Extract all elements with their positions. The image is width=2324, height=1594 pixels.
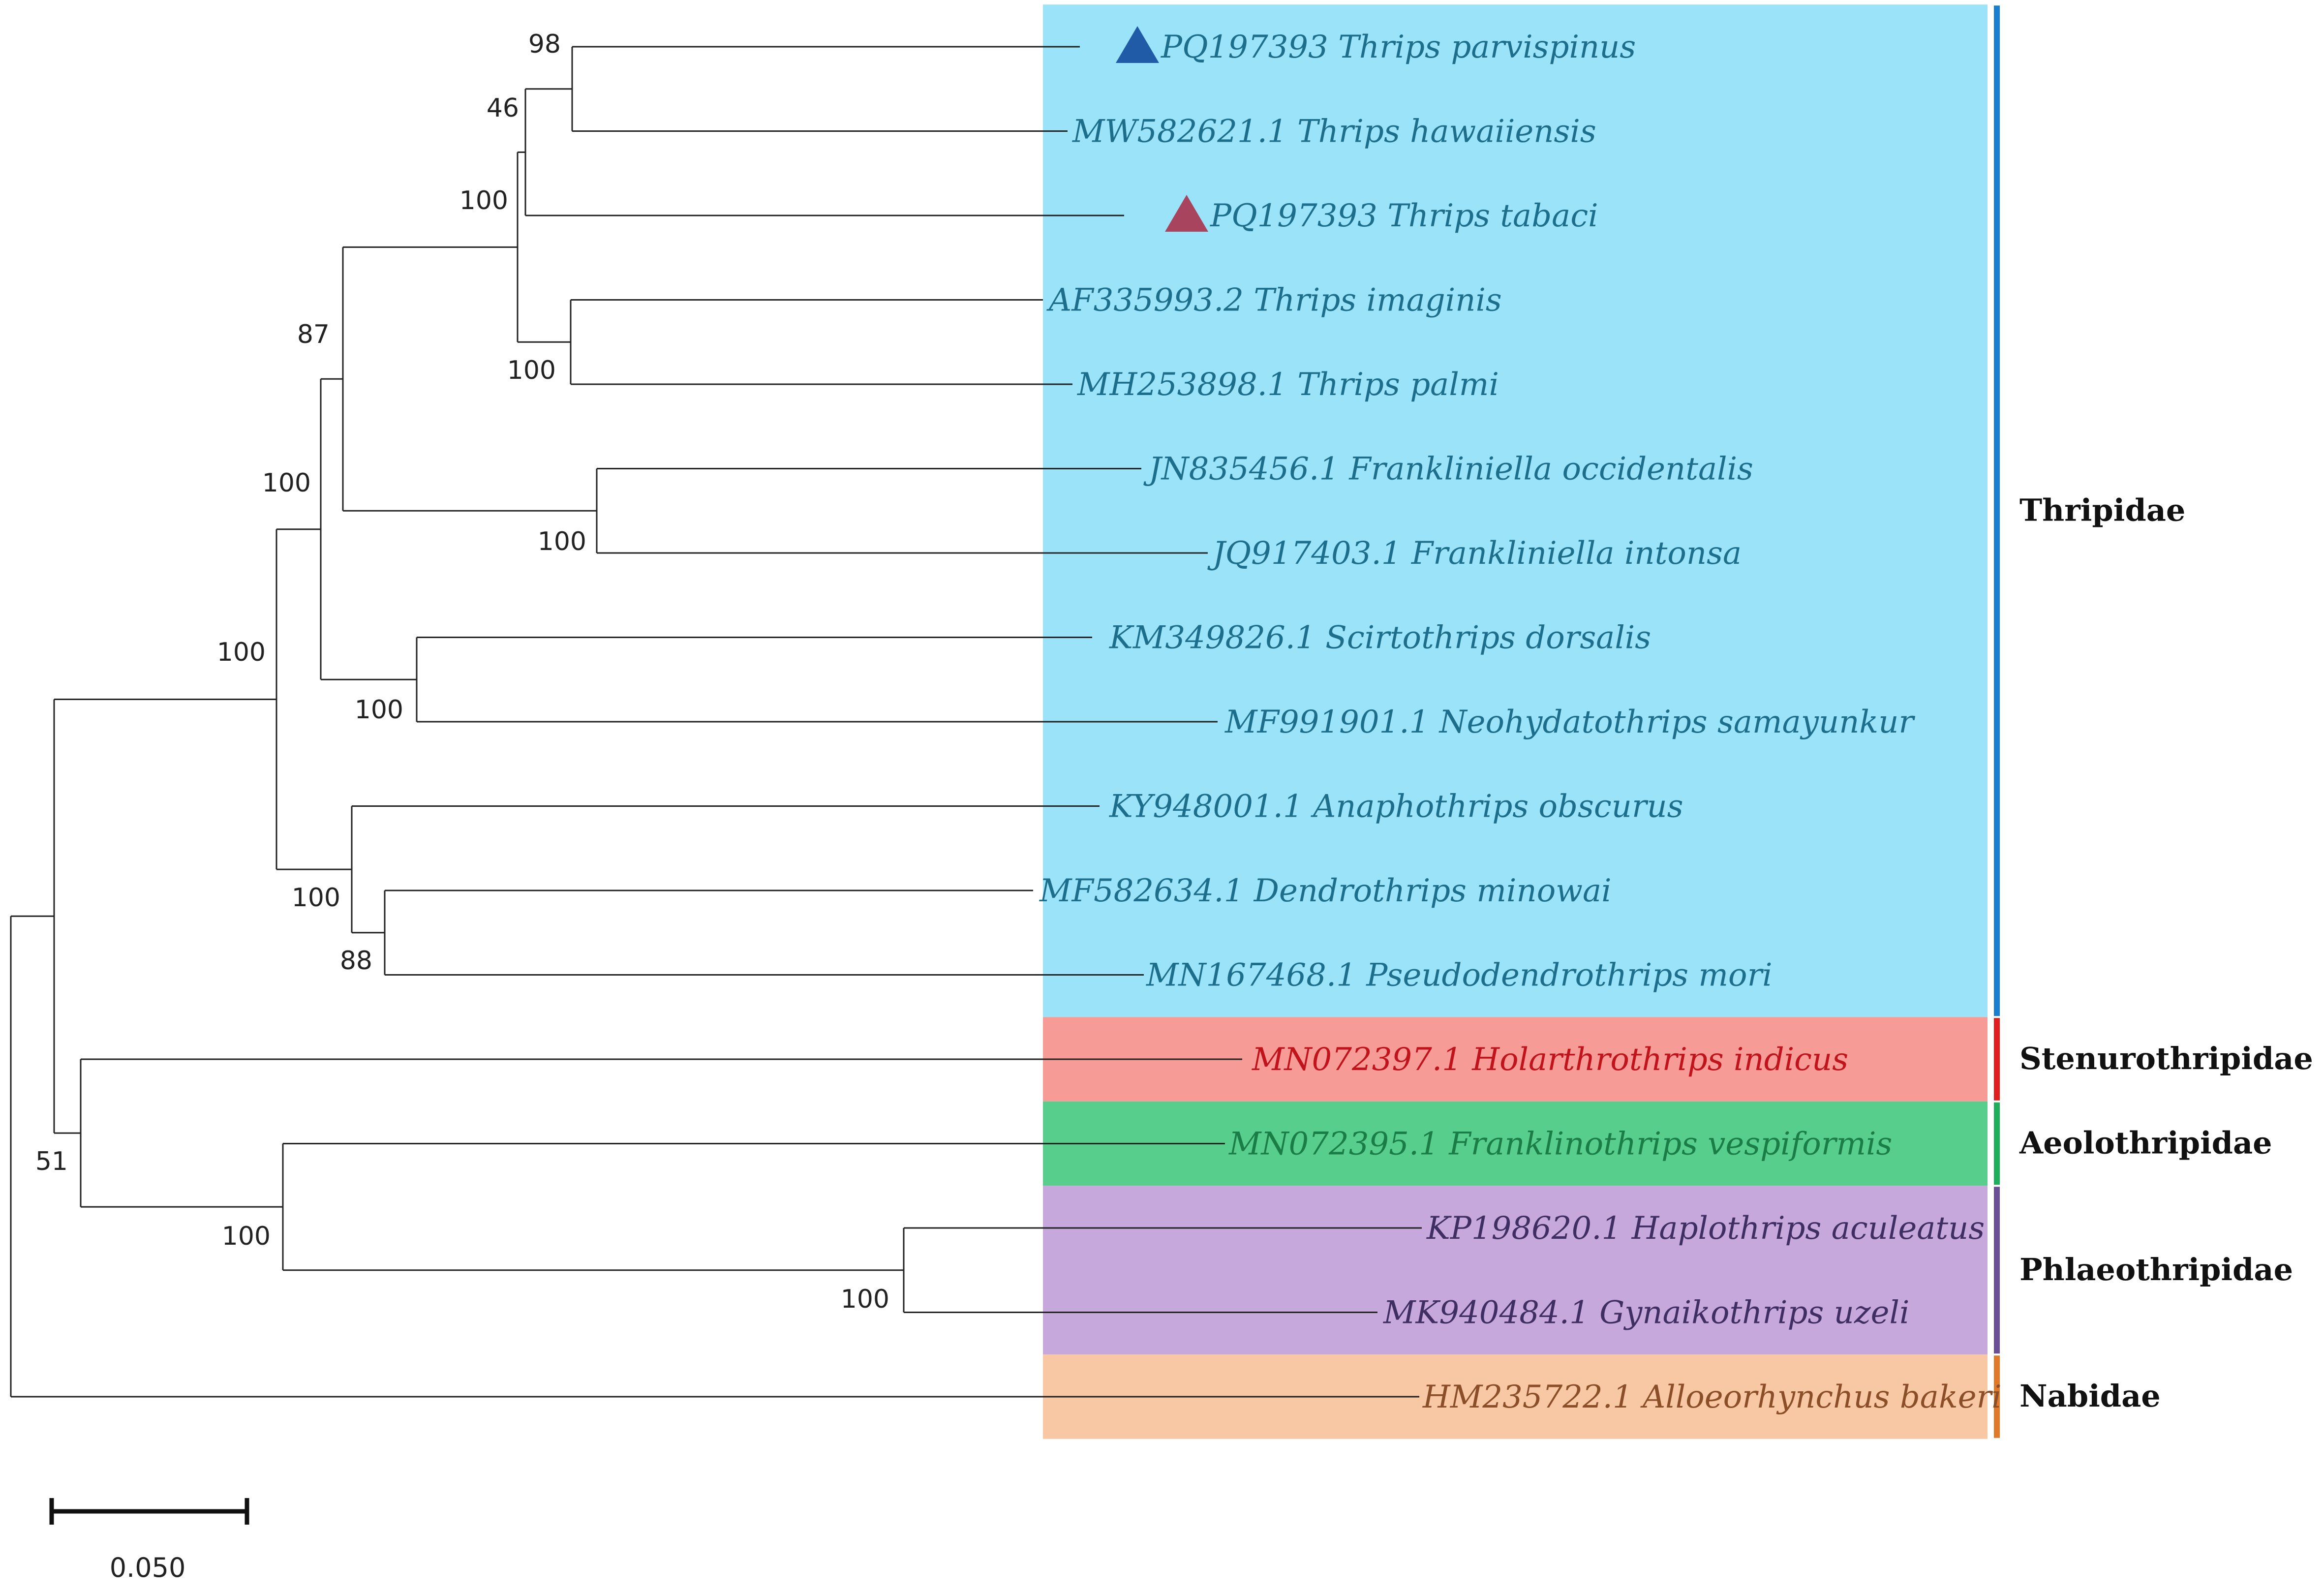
scale-bar-label: 0.050 [110, 1552, 186, 1583]
leaf-label: HM235722.1 Alloeorhynchus bakeri [1422, 1379, 2002, 1415]
support-value: 46 [487, 93, 519, 123]
red-triangle-marker [1165, 195, 1208, 232]
tree-branches [10, 46, 1422, 1398]
support-value: 100 [507, 356, 556, 385]
support-value: 98 [528, 30, 561, 59]
family-bar-nabidae [1994, 1355, 2000, 1438]
leaf-label: MF991901.1 Neohydatothrips samayunkur [1224, 704, 1915, 740]
family-band-thripidae [1043, 4, 1988, 1017]
leaf-label: AF335993.2 Thrips imaginis [1046, 282, 1502, 319]
family-label-stenurothripidae: Stenurothripidae [2019, 1041, 2313, 1076]
support-value: 100 [222, 1222, 271, 1251]
scale-bar: 0.050 [49, 1498, 249, 1583]
support-value: 51 [35, 1147, 68, 1176]
family-bar-thripidae [1994, 5, 2000, 1016]
blue-triangle-marker [1116, 26, 1159, 63]
family-labels: ThripidaeStenurothripidaeAeolothripidaeP… [2019, 492, 2313, 1414]
support-value: 100 [355, 695, 403, 725]
family-bar-aeolothripidae [1994, 1102, 2000, 1185]
family-bar-phlaeothripidae [1994, 1187, 2000, 1354]
support-value: 100 [217, 638, 266, 667]
support-values: 98 46 100 100 100 87 100 100 88 100 100 100 100 51 [35, 30, 889, 1314]
family-label-phlaeothripidae: Phlaeothripidae [2019, 1252, 2293, 1287]
leaf-label: MW582621.1 Thrips hawaiiensis [1072, 114, 1596, 150]
leaf-label: JQ917403.1 Frankliniella intonsa [1207, 535, 1742, 572]
support-value: 100 [459, 186, 508, 215]
support-value: 87 [297, 320, 330, 349]
family-label-aeolothripidae: Aeolothripidae [2019, 1125, 2272, 1161]
support-value: 100 [841, 1285, 889, 1314]
leaf-label: MH253898.1 Thrips palmi [1077, 367, 1499, 403]
support-value: 88 [340, 946, 372, 976]
support-value: 100 [292, 883, 340, 913]
leaf-label: PQ197393 Thrips parvispinus [1161, 29, 1636, 65]
leaf-label: MN072397.1 Holarthrothrips indicus [1252, 1042, 1848, 1078]
leaf-label: MN167468.1 Pseudodendrothrips mori [1146, 957, 1773, 994]
leaf-label: MN072395.1 Franklinothrips vespiformis [1228, 1126, 1892, 1163]
family-bar-stenurothripidae [1994, 1018, 2000, 1101]
leaf-label: KM349826.1 Scirtothrips dorsalis [1109, 620, 1651, 656]
leaf-label: PQ197393 Thrips tabaci [1210, 198, 1598, 234]
leaf-label: JN835456.1 Frankliniella occidentalis [1143, 451, 1753, 488]
family-label-thripidae: Thripidae [2019, 492, 2185, 528]
leaf-label: MK940484.1 Gynaikothrips uzeli [1383, 1295, 1909, 1331]
family-band-phlaeothripidae [1043, 1186, 1988, 1355]
leaf-label: KP198620.1 Haplothrips aculeatus [1426, 1210, 1985, 1247]
support-value: 100 [538, 527, 586, 556]
leaf-label: KY948001.1 Anaphothrips obscurus [1109, 789, 1683, 825]
leaf-label: MF582634.1 Dendrothrips minowai [1039, 873, 1612, 909]
family-label-nabidae: Nabidae [2019, 1378, 2161, 1414]
support-value: 100 [262, 468, 311, 498]
